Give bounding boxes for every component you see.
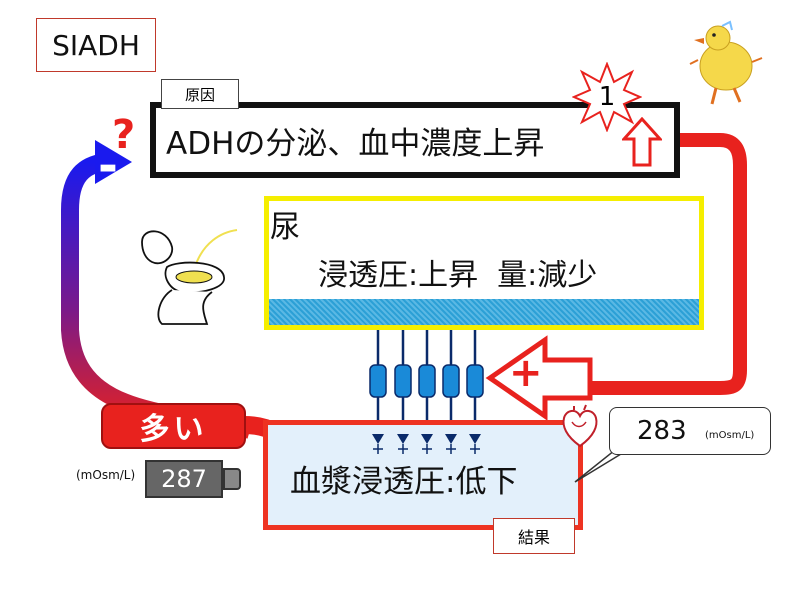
battery-icon: 287 — [145, 460, 223, 498]
result-label: 結果 — [493, 518, 575, 554]
minus-sign: - — [98, 138, 118, 194]
feedback-arrowhead — [95, 140, 132, 184]
callout-unit: (mOsm/L) — [705, 430, 755, 441]
question-mark: ? — [112, 112, 136, 158]
intake-unit: (mOsm/L) — [76, 468, 136, 482]
intake-many-box: 多い — [101, 403, 246, 449]
cause-label: 原因 — [161, 79, 239, 109]
page-title: SIADH — [36, 18, 156, 72]
callout-value: 283 — [637, 416, 687, 446]
plus-arrow — [485, 335, 593, 421]
up-arrow-icon — [622, 117, 662, 167]
toilet-icon — [141, 229, 238, 325]
collecting-duct-band — [269, 299, 699, 325]
callout-box — [609, 407, 771, 455]
result-box — [263, 420, 583, 530]
right-loop-arrow — [590, 133, 747, 395]
burst-number: 1 — [598, 82, 616, 112]
burst-icon — [572, 62, 642, 132]
plus-sign: + — [509, 350, 543, 396]
intake-value: 287 — [161, 465, 207, 493]
battery-cap — [223, 468, 241, 490]
result-text: 血漿浸透圧:低下 — [290, 464, 518, 500]
plus-arrows — [372, 434, 481, 454]
heart-icon — [562, 404, 598, 448]
chick-icon — [689, 20, 763, 105]
urine-title: 尿 — [270, 210, 300, 245]
urine-detail: 浸透圧:上昇 量:減少 — [318, 258, 598, 293]
cause-text: ADHの分泌、血中濃度上昇 — [166, 125, 545, 162]
aquaporin-channels — [369, 364, 484, 398]
